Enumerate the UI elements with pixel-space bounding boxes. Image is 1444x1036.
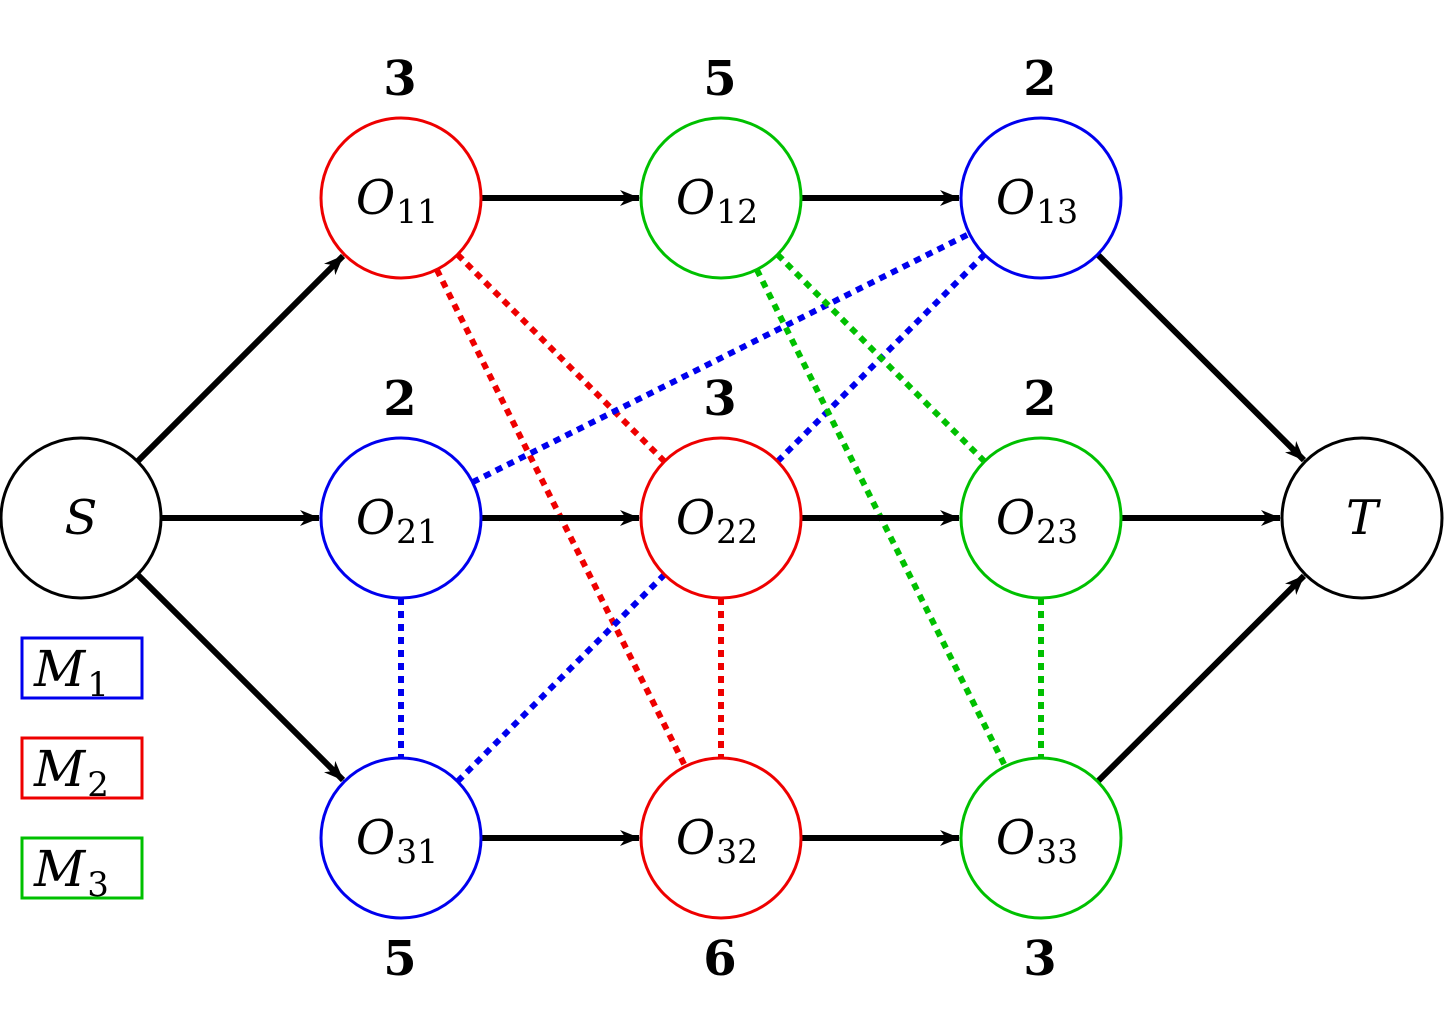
node-label-base: O <box>356 490 395 546</box>
node-O33: O33 <box>959 756 1123 920</box>
node-label-base: O <box>356 810 395 866</box>
node-label-O12: O12 <box>676 170 758 231</box>
node-circle-O11 <box>319 116 483 280</box>
legend-swatch-M1 <box>20 636 144 700</box>
legend-label-base: M <box>33 640 87 698</box>
node-circle-O31 <box>319 756 483 920</box>
node-label-sub: 22 <box>716 512 758 551</box>
node-label-O11: O11 <box>356 170 438 231</box>
legend-label-M3: M3 <box>33 840 109 905</box>
node-O23: O23 <box>959 436 1123 600</box>
node-O13: O13 <box>959 116 1123 280</box>
node-circle-S <box>0 436 163 600</box>
conjunctive-arcs <box>135 190 1307 846</box>
arc-S-O11 <box>135 253 346 464</box>
legend-label-sub: 1 <box>87 665 109 705</box>
node-label-sub: 13 <box>1036 192 1078 231</box>
arc-S-O31 <box>135 572 346 783</box>
node-label-S: S <box>65 490 98 546</box>
node-label-T: T <box>1346 490 1381 546</box>
node-label-O22: O22 <box>676 490 758 551</box>
legend-item-M2: M2 <box>20 736 144 805</box>
legend-label-base: M <box>33 740 87 798</box>
node-label-sub: 12 <box>716 192 758 231</box>
legend-label-M1: M1 <box>33 640 109 705</box>
legend-item-M3: M3 <box>20 836 144 905</box>
node-T: T <box>1280 436 1444 600</box>
node-O12: O12 <box>639 116 803 280</box>
processing-time-O31: 5 <box>383 931 416 987</box>
node-label-sub: 21 <box>396 512 438 551</box>
node-O32: O32 <box>639 756 803 920</box>
disjunctive-edge-O12-O23 <box>775 252 987 464</box>
node-label-O33: O33 <box>996 810 1078 871</box>
legend-label-sub: 2 <box>87 765 109 805</box>
processing-time-O22: 3 <box>703 371 736 427</box>
node-label-sub: 32 <box>716 832 758 871</box>
legend-label-sub: 3 <box>87 865 109 905</box>
node-label-base: O <box>676 810 715 866</box>
processing-time-O12: 5 <box>703 51 736 107</box>
legend-label-M2: M2 <box>33 740 109 805</box>
legend-swatch-M3 <box>20 836 144 900</box>
arc-O13-T <box>1095 252 1307 463</box>
node-label-sub: 23 <box>1036 512 1078 551</box>
node-circle-O23 <box>959 436 1123 600</box>
node-O22: O22 <box>639 436 803 600</box>
node-label-base: O <box>356 170 395 226</box>
arc-O33-T <box>1095 573 1307 784</box>
node-label-O21: O21 <box>356 490 438 551</box>
disjunctive-edge-O21-O13 <box>471 231 971 485</box>
node-O21: O21 <box>319 436 483 600</box>
node-circle-O33 <box>959 756 1123 920</box>
node-label-O23: O23 <box>996 490 1078 551</box>
node-label-sub: 31 <box>396 832 438 871</box>
legend-item-M1: M1 <box>20 636 144 705</box>
node-S: S <box>0 436 163 600</box>
node-O11: O11 <box>319 116 483 280</box>
disjunctive-edge-O31-O22 <box>455 572 667 784</box>
node-circle-O12 <box>639 116 803 280</box>
node-label-base: T <box>1346 490 1381 546</box>
disjunctive-edge-O11-O22 <box>455 252 667 464</box>
node-circle-O21 <box>319 436 483 600</box>
node-label-base: O <box>996 810 1035 866</box>
processing-time-O13: 2 <box>1023 51 1056 107</box>
node-circle-O13 <box>959 116 1123 280</box>
node-label-base: O <box>996 490 1035 546</box>
node-label-base: O <box>996 170 1035 226</box>
node-label-O13: O13 <box>996 170 1078 231</box>
node-label-sub: 33 <box>1036 832 1078 871</box>
processing-time-O23: 2 <box>1023 371 1056 427</box>
node-label-base: O <box>676 490 715 546</box>
legend-swatch-M2 <box>20 736 144 800</box>
legend-label-base: M <box>33 840 87 898</box>
node-circle-O32 <box>639 756 803 920</box>
processing-time-O21: 2 <box>383 371 416 427</box>
processing-time-O11: 3 <box>383 51 416 107</box>
node-circle-O22 <box>639 436 803 600</box>
node-label-O31: O31 <box>356 810 438 871</box>
node-label-base: O <box>676 170 715 226</box>
processing-time-O33: 3 <box>1023 931 1056 987</box>
node-label-sub: 11 <box>396 192 438 231</box>
node-label-base: S <box>65 490 98 546</box>
node-O31: O31 <box>319 756 483 920</box>
processing-time-O32: 6 <box>703 931 736 987</box>
node-circle-T <box>1280 436 1444 600</box>
node-label-O32: O32 <box>676 810 758 871</box>
